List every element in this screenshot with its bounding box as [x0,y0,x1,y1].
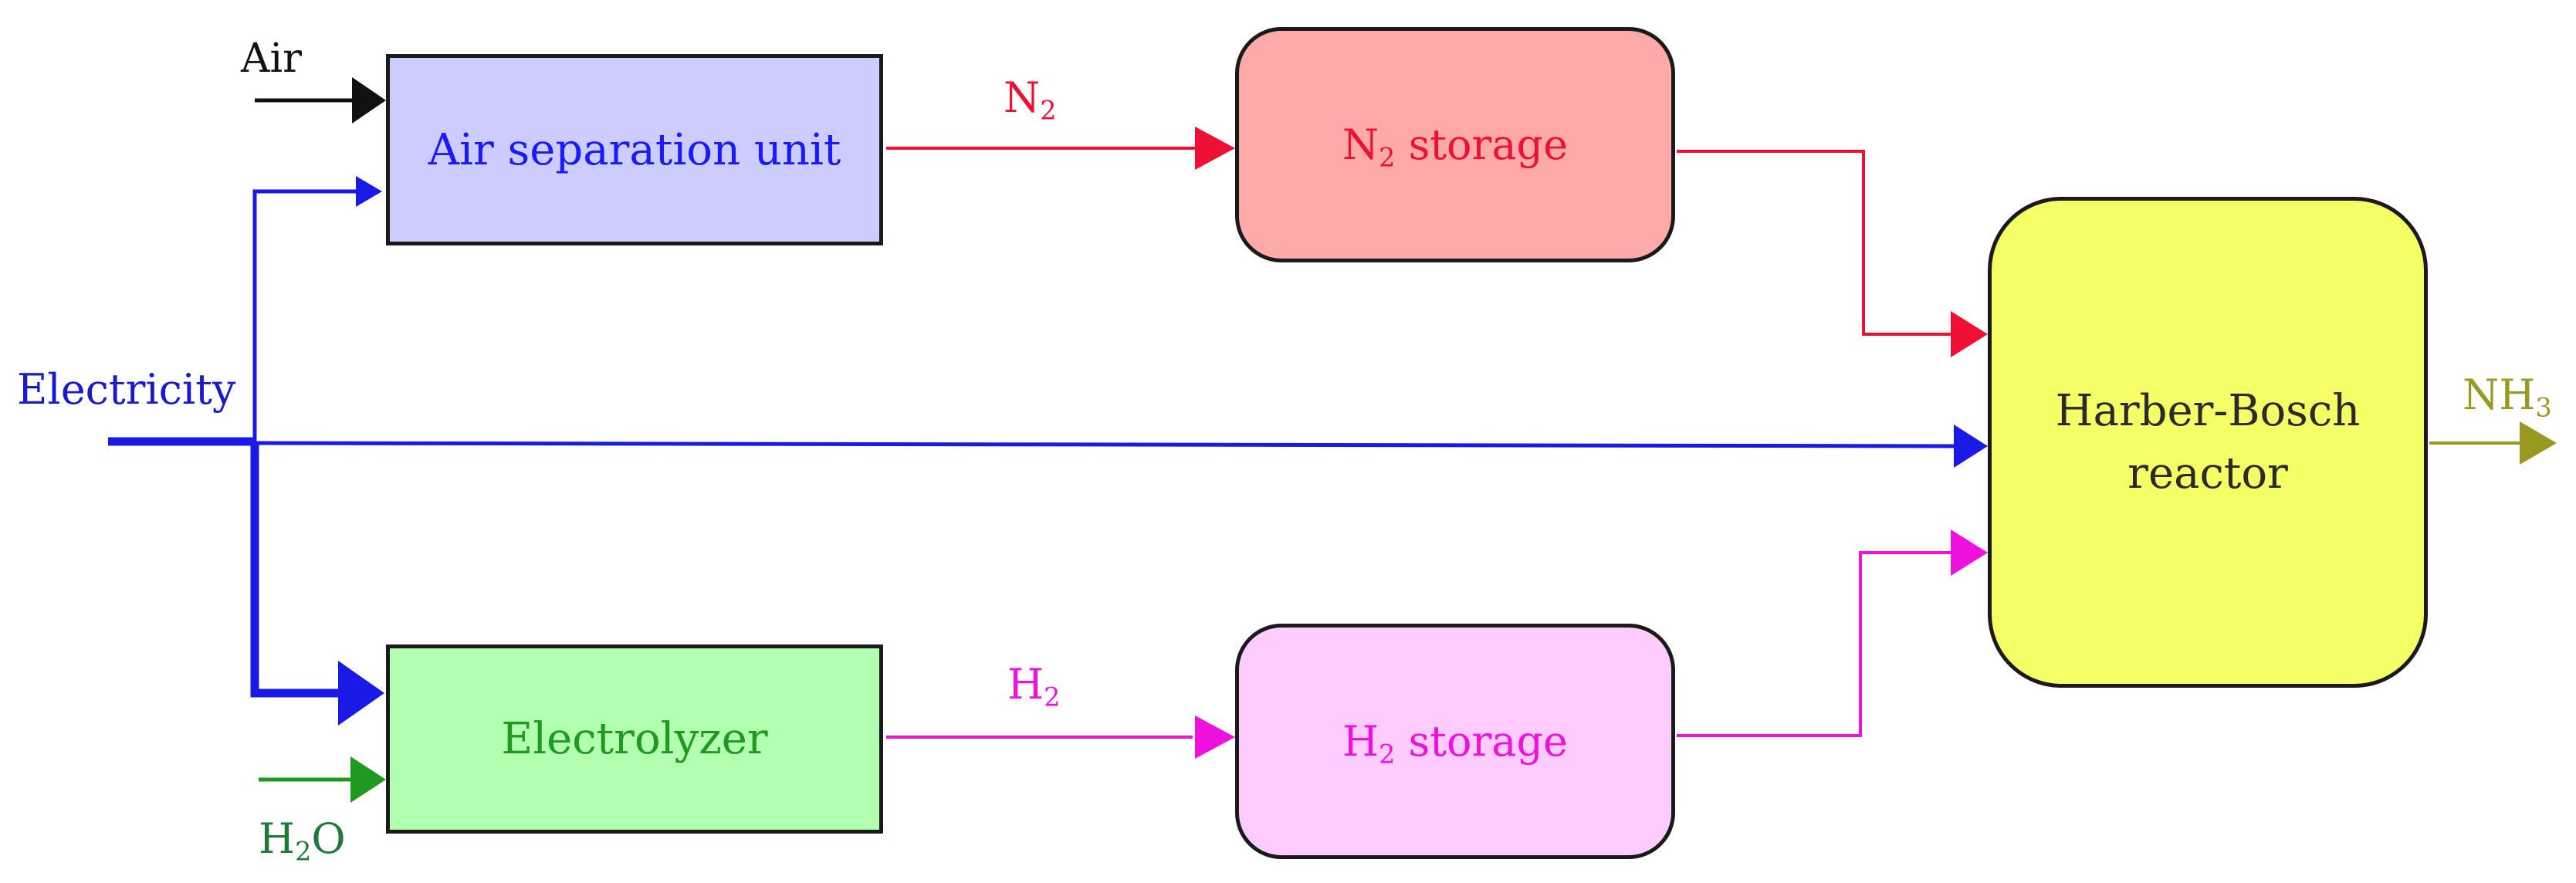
nh3-output-arrowhead [2520,421,2557,465]
air-separation-unit-label: Air separation unit [428,124,841,175]
h2-flow-arrowhead [1195,716,1235,759]
n2-flow-label: N2 [1004,73,1057,126]
electricity-to-asu-line [252,189,359,442]
h2-flow-label: H2 [1007,660,1061,712]
electricity-to-electrolyzer-line [250,442,340,698]
n2-storage-box: N2 storage [1235,27,1675,262]
h2-storage-box: H2 storage [1235,624,1675,859]
electrolyzer-label: Electrolyzer [501,714,768,764]
n2-storage-to-reactor-line [1677,150,1953,336]
h2-storage-to-reactor-arrowhead [1951,529,1988,576]
h2-storage-label: H2 storage [1342,717,1568,770]
electricity-to-reactor-arrowhead [1954,425,1988,468]
electricity-to-electrolyzer-arrowhead [338,661,384,726]
water-input-label: H2O [259,814,346,867]
h2-storage-to-reactor-line [1677,551,1953,737]
air-arrowhead [352,77,386,123]
nh3-output-label: NH3 [2463,370,2552,423]
electricity-to-reactor-line [254,441,1958,448]
electricity-input-label: Electricity [17,365,236,414]
n2-storage-label: N2 storage [1342,120,1569,173]
electricity-to-asu-arrowhead [356,176,382,207]
electrolyzer-box: Electrolyzer [386,644,883,834]
air-input-label: Air [241,36,303,82]
air-separation-unit-box: Air separation unit [386,54,883,245]
water-arrowhead [350,756,386,803]
n2-flow-arrowhead [1195,127,1235,170]
n2-storage-to-reactor-arrowhead [1951,311,1988,357]
